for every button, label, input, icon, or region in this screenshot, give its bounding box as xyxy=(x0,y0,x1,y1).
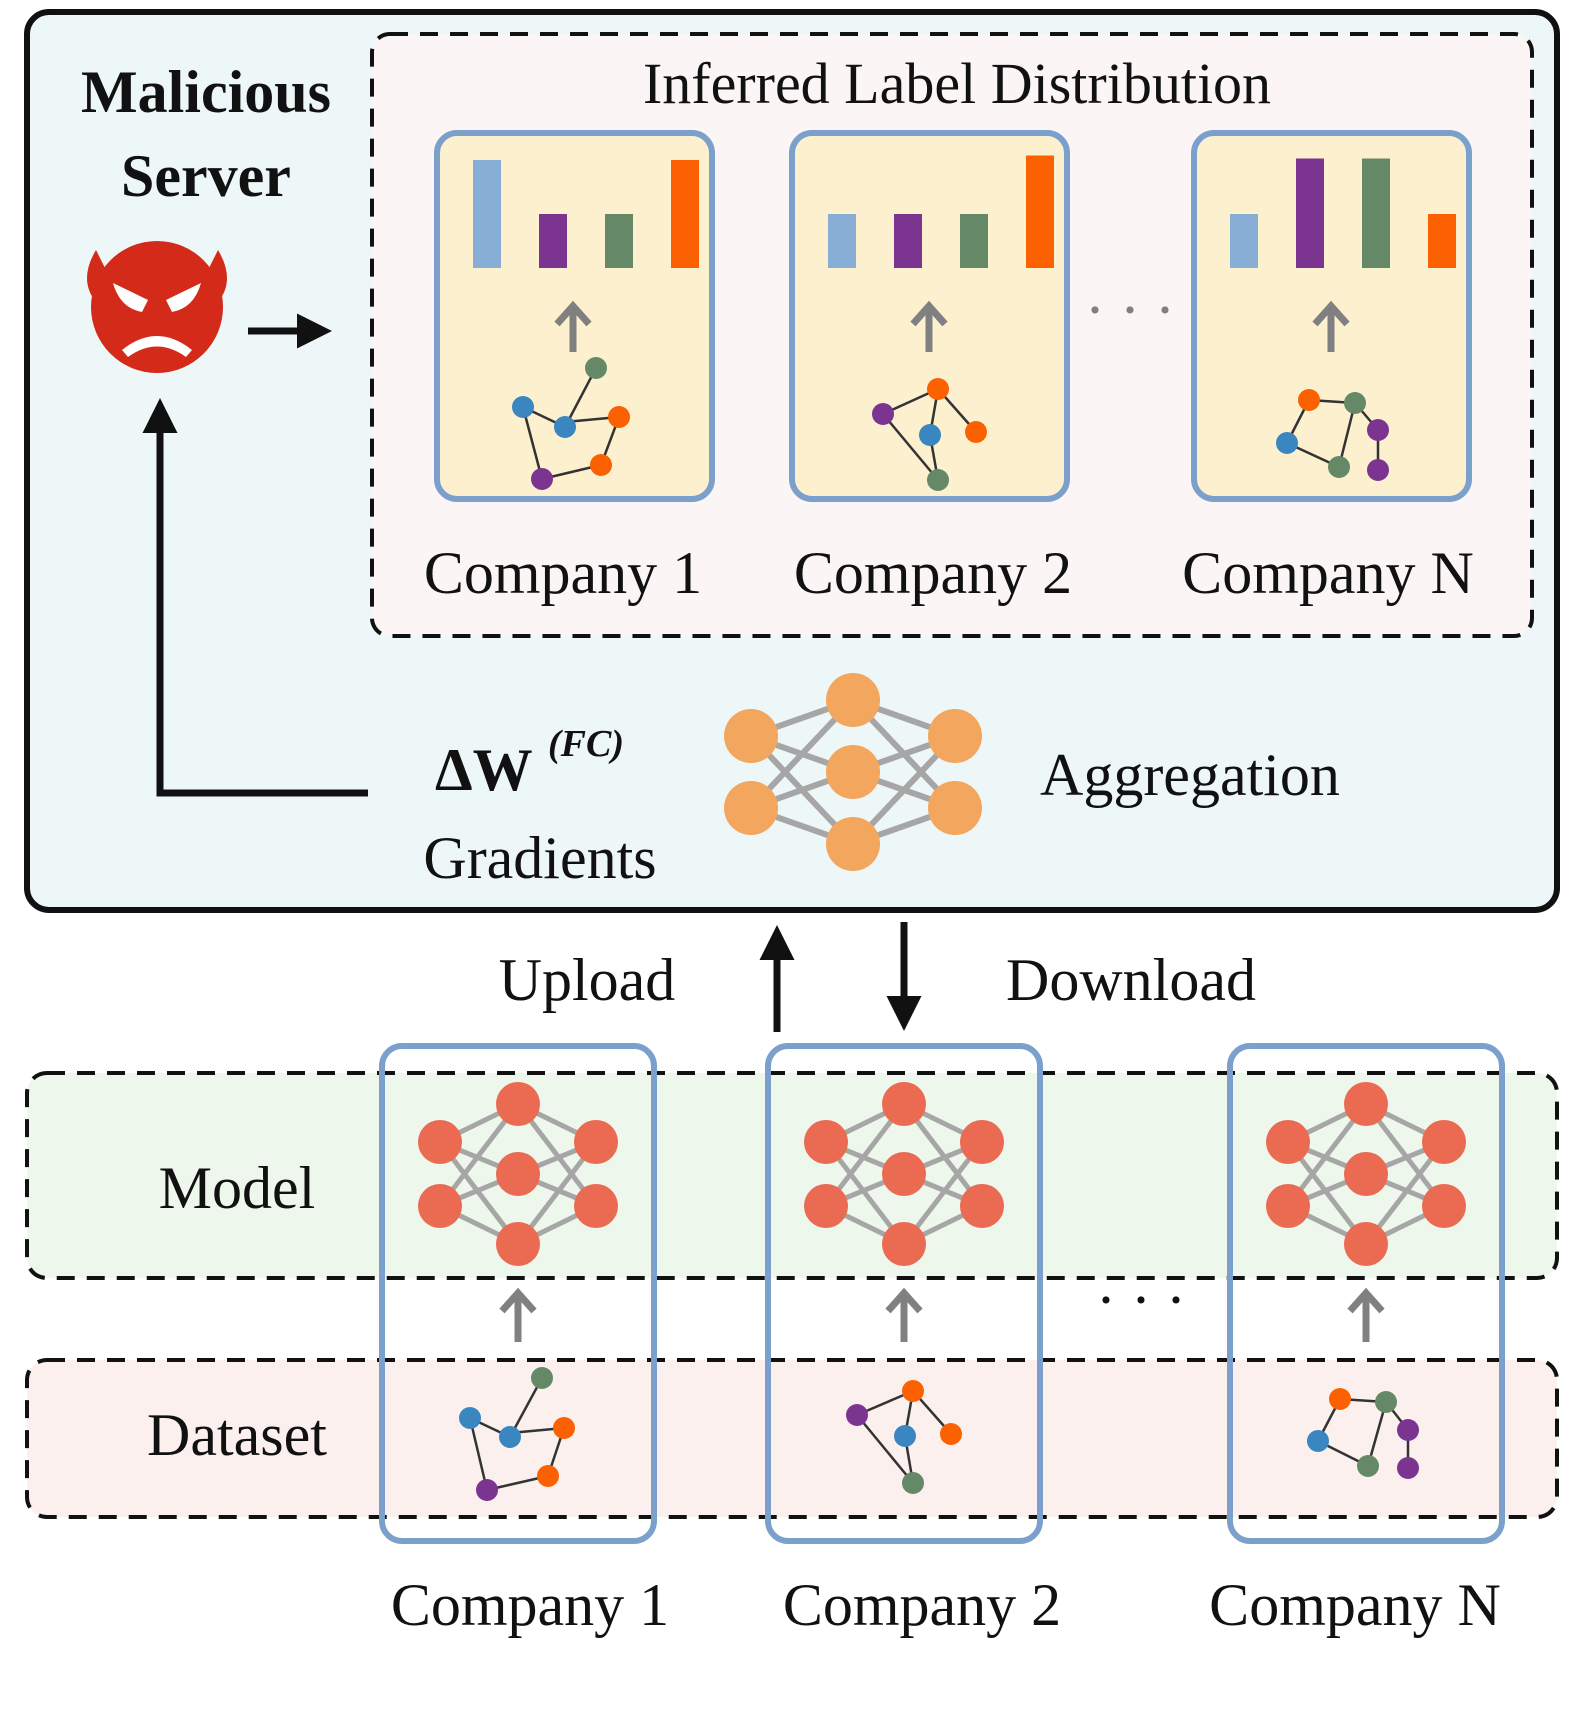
graph-icon xyxy=(459,1367,575,1501)
server-title-line1: Malicious xyxy=(81,59,331,125)
aggregation-label: Aggregation xyxy=(1040,742,1340,808)
label-bar-1 xyxy=(473,160,501,268)
nn-node xyxy=(496,1222,540,1266)
nn-node xyxy=(1266,1120,1310,1164)
client-up-arrow-icon xyxy=(885,1287,923,1314)
client-network-icon xyxy=(1266,1082,1466,1266)
client-company-n-label: Company N xyxy=(1209,1572,1501,1638)
client-column-company-n xyxy=(1227,1043,1505,1544)
gradient-superscript: (FC) xyxy=(548,723,624,765)
nn-node xyxy=(882,1152,926,1196)
inferred-panel-company-2 xyxy=(789,130,1070,502)
label-bar-4 xyxy=(1428,214,1456,268)
label-bar-4 xyxy=(1026,155,1054,268)
nn-node xyxy=(418,1120,462,1164)
panel-up-arrow-icon xyxy=(554,300,592,327)
server-title-line2: Server xyxy=(121,143,291,209)
panel-up-arrow-icon xyxy=(1312,300,1350,327)
label-bar-4 xyxy=(671,160,699,268)
graph-icon xyxy=(1307,1388,1419,1479)
client-column-company-1 xyxy=(379,1043,657,1544)
inferred-label-distribution-title: Inferred Label Distribution xyxy=(643,51,1271,116)
dataset-label: Dataset xyxy=(147,1402,327,1468)
nn-node xyxy=(1344,1152,1388,1196)
nn-node xyxy=(960,1184,1004,1228)
nn-node xyxy=(804,1184,848,1228)
gradients-label: Gradients xyxy=(423,825,656,891)
inferred-ellipsis: · · · xyxy=(1085,277,1175,343)
nn-node xyxy=(1344,1082,1388,1126)
nn-node xyxy=(960,1120,1004,1164)
client-ellipsis: · · · xyxy=(1096,1267,1186,1333)
client-up-arrow-icon xyxy=(499,1287,537,1314)
client-column-company-2 xyxy=(765,1043,1043,1544)
nn-node xyxy=(574,1120,618,1164)
upload-label: Upload xyxy=(499,947,676,1013)
graph-icon xyxy=(846,1380,962,1494)
inferred-panel-company-n xyxy=(1191,130,1472,502)
nn-node xyxy=(882,1222,926,1266)
nn-node xyxy=(928,709,982,763)
nn-node xyxy=(804,1120,848,1164)
inferred-company-2-label: Company 2 xyxy=(794,540,1072,606)
label-bar-2 xyxy=(539,214,567,268)
graph-icon xyxy=(512,357,630,490)
inferred-company-1-label: Company 1 xyxy=(424,540,702,606)
model-band xyxy=(25,1071,1559,1280)
nn-node xyxy=(826,745,880,799)
devil-face-icon xyxy=(87,241,227,373)
client-frame xyxy=(1227,1043,1505,1544)
inferred-panel-company-1 xyxy=(434,130,715,502)
nn-node xyxy=(1422,1184,1466,1228)
label-bar-3 xyxy=(1362,158,1390,268)
nn-node xyxy=(1422,1120,1466,1164)
nn-node xyxy=(574,1184,618,1228)
label-bar-2 xyxy=(1296,158,1324,268)
label-bar-2 xyxy=(894,214,922,268)
nn-node xyxy=(826,673,880,727)
client-up-arrow-icon xyxy=(1347,1287,1385,1314)
aggregation-network-icon xyxy=(724,673,982,871)
graph-icon xyxy=(872,378,987,491)
model-label: Model xyxy=(159,1155,316,1221)
gradient-feedback-arrow xyxy=(142,398,368,797)
nn-node xyxy=(928,781,982,835)
client-frame xyxy=(765,1043,1043,1544)
panel-up-arrow-icon xyxy=(910,300,948,327)
nn-node xyxy=(724,709,778,763)
label-bar-3 xyxy=(605,214,633,268)
client-network-icon xyxy=(418,1082,618,1266)
label-bar-3 xyxy=(960,214,988,268)
graph-icon xyxy=(1276,389,1389,481)
nn-node xyxy=(418,1184,462,1228)
client-company-1-label: Company 1 xyxy=(391,1572,669,1638)
nn-node xyxy=(826,817,880,871)
label-bar-1 xyxy=(828,214,856,268)
dataset-band xyxy=(25,1358,1559,1519)
label-bar-1 xyxy=(1230,214,1258,268)
gradient-symbol: ΔW xyxy=(435,737,533,803)
client-frame xyxy=(379,1043,657,1544)
nn-node xyxy=(1344,1222,1388,1266)
nn-node xyxy=(882,1082,926,1126)
download-label: Download xyxy=(1006,947,1256,1013)
nn-node xyxy=(496,1082,540,1126)
inferred-company-n-label: Company N xyxy=(1182,540,1474,606)
nn-node xyxy=(724,781,778,835)
gradient-formula: ΔW (FC) xyxy=(435,723,624,803)
client-company-2-label: Company 2 xyxy=(783,1572,1061,1638)
nn-node xyxy=(496,1152,540,1196)
client-network-icon xyxy=(804,1082,1004,1266)
nn-node xyxy=(1266,1184,1310,1228)
